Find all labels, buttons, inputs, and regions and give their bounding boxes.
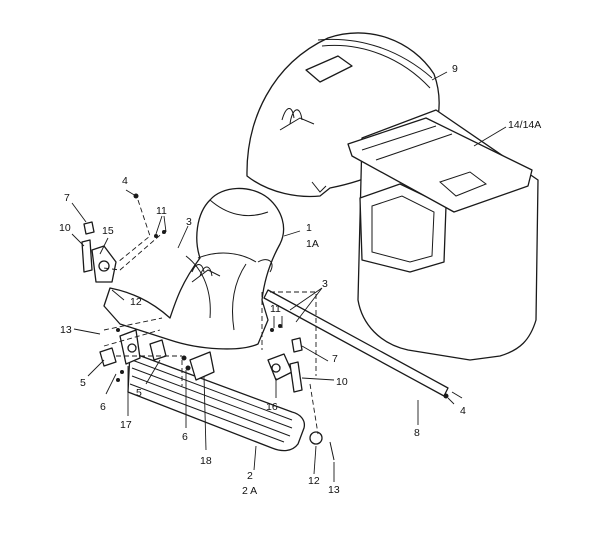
callout-7: 7 <box>64 192 70 204</box>
callout-18: 18 <box>200 455 212 467</box>
callout-6: 6 <box>182 431 188 443</box>
leader-lines <box>71 71 507 482</box>
callout-11: 11 <box>270 303 281 315</box>
assembly-dashed-lines <box>103 199 319 435</box>
callout-10: 10 <box>336 376 348 388</box>
callout-2: 2 <box>247 470 253 482</box>
callout-14-14a: 14/14A <box>508 119 541 131</box>
callout-3: 3 <box>322 278 328 290</box>
callout-4: 4 <box>122 175 128 187</box>
callout-3: 3 <box>186 216 192 228</box>
callout-1: 1 <box>306 222 312 234</box>
chute-base-part <box>103 187 285 350</box>
callout-5: 5 <box>80 377 86 389</box>
callout-12: 12 <box>130 296 142 308</box>
callout-6: 6 <box>100 401 106 413</box>
callout-16: 16 <box>266 401 278 413</box>
callout-4: 4 <box>460 405 466 417</box>
hardware-parts <box>81 193 449 461</box>
callout-11: 11 <box>156 205 167 217</box>
callout-5: 5 <box>136 387 142 399</box>
scraper-bar-part <box>127 351 306 452</box>
callout-12: 12 <box>308 475 320 487</box>
callout-15: 15 <box>102 225 114 237</box>
callout-7: 7 <box>332 353 338 365</box>
callout-1a: 1A <box>306 238 319 250</box>
callout-2a: 2 A <box>242 485 257 497</box>
rear-box-part <box>347 109 539 361</box>
callout-17: 17 <box>120 419 132 431</box>
callout-8: 8 <box>414 427 420 439</box>
callout-9: 9 <box>452 63 458 75</box>
callout-13: 13 <box>60 324 72 336</box>
callout-13: 13 <box>328 484 340 496</box>
callout-labels: 9 14/14A 7 4 11 10 15 3 1 1A 12 13 3 11 … <box>59 63 541 497</box>
callout-10: 10 <box>59 222 71 234</box>
